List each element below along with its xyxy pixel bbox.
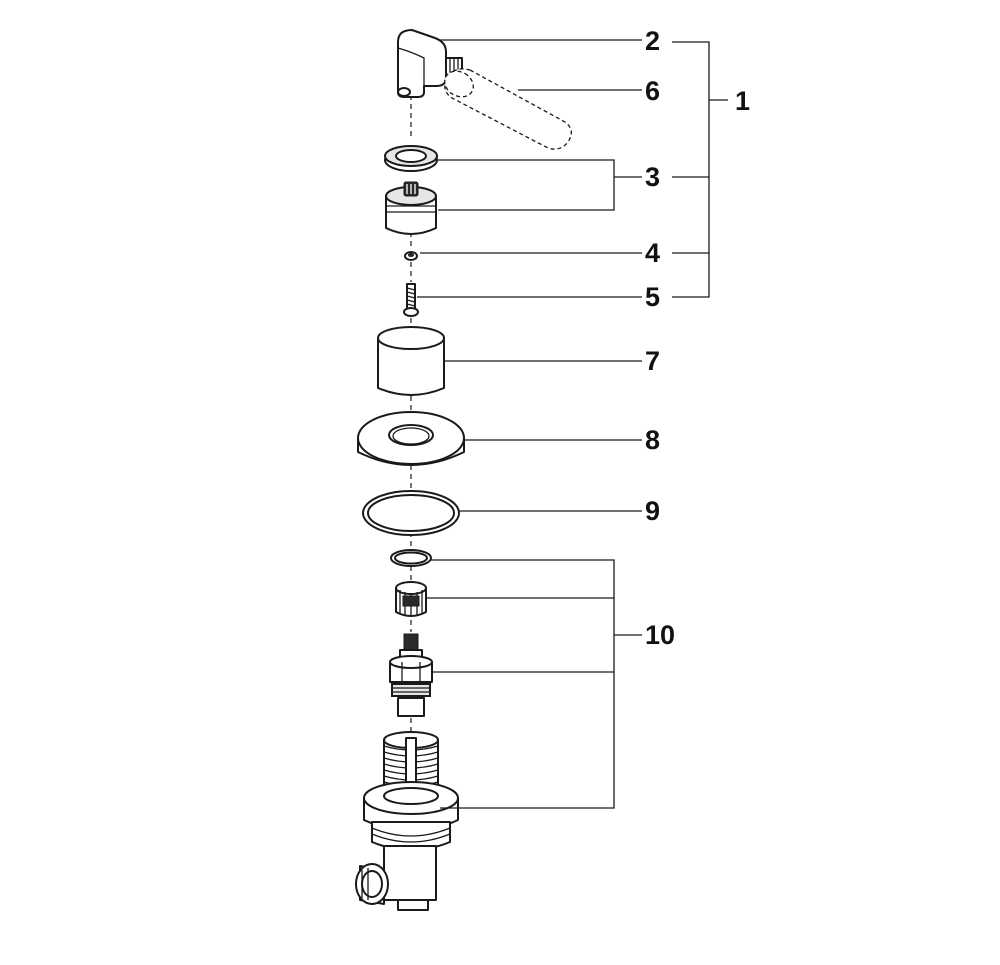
spline-cap-part — [395, 581, 427, 617]
small-nut-part — [404, 251, 418, 261]
lever-extension-part — [444, 68, 572, 150]
leader-lines — [417, 39, 728, 809]
sleeve-part — [377, 326, 445, 396]
callout-4: 4 — [645, 238, 660, 268]
threaded-valve-body-part — [355, 731, 459, 911]
callout-7: 7 — [645, 346, 660, 376]
valve-cartridge-part — [389, 633, 433, 717]
callout-3: 3 — [645, 162, 660, 192]
small-o-ring-part — [390, 549, 432, 567]
callout-9: 9 — [645, 496, 660, 526]
callout-6: 6 — [645, 76, 660, 106]
callout-2: 2 — [645, 26, 660, 56]
callout-10: 10 — [645, 620, 675, 650]
screw-part — [403, 283, 419, 317]
handle-adapter-part — [385, 181, 437, 235]
rosette-part — [357, 411, 465, 466]
large-o-ring-part — [362, 490, 460, 536]
callout-5: 5 — [645, 282, 660, 312]
callout-1: 1 — [735, 86, 750, 116]
callout-8: 8 — [645, 425, 660, 455]
washer-part — [384, 145, 438, 172]
callout-labels: 2 6 1 3 4 5 7 8 9 10 — [645, 26, 750, 650]
